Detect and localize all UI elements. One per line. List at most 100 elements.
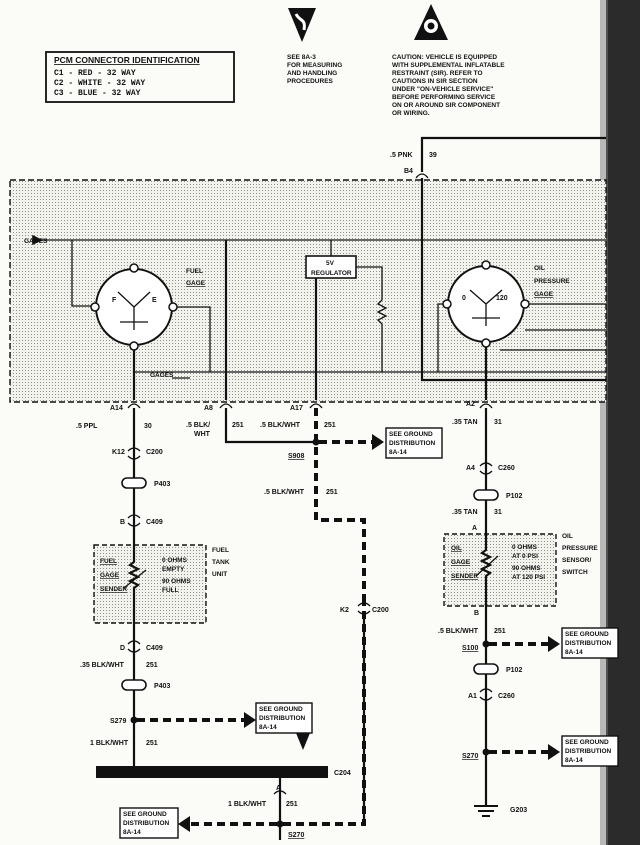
wire-s270-circuit: 251 <box>286 801 298 808</box>
fuel-gage: F E <box>90 263 178 351</box>
ground-ref-s270a-1: SEE GROUND <box>123 811 167 818</box>
conn-c200a: C200 <box>146 449 163 456</box>
wire-tan-b-label: .35 TAN <box>452 509 478 516</box>
oil-gage-label-3: GAGE <box>534 291 554 298</box>
fuel-gage-label-1: FUEL <box>186 268 203 275</box>
wire-s270-label: 1 BLK/WHT <box>228 801 267 808</box>
sir-caution-line-4: CAUTIONS IN SIR SECTION <box>392 78 478 85</box>
oil-sender-label-2: GAGE <box>451 559 471 566</box>
fuel-tank-label-2: TANK <box>212 559 230 566</box>
conn-p403a: P403 <box>154 481 170 488</box>
oil-sender-spec-2: AT 0 PSI <box>512 553 538 560</box>
connector-id-row-3: C3 - BLUE - 32 WAY <box>54 89 141 98</box>
fuel-sender-label-1: FUEL <box>100 558 117 565</box>
connector-c204-a <box>273 790 287 795</box>
wire-s279-label: 1 BLK/WHT <box>90 740 129 747</box>
esd-note-line-2: FOR MEASURING <box>287 62 342 69</box>
connector-a2 <box>479 403 493 409</box>
ground-g203: G203 <box>510 807 527 814</box>
ground-ref-s100-2: DISTRIBUTION <box>565 640 612 647</box>
oil-pressure-sensor-box <box>443 533 557 607</box>
oil-pressure-gage: 0 120 <box>442 260 530 348</box>
ground-ref-s279-3: 8A-14 <box>259 724 277 731</box>
splice-s908-dot <box>312 438 320 446</box>
ground-ref-s279-2: DISTRIBUTION <box>259 715 306 722</box>
fuel-gage-right-wire <box>177 306 211 372</box>
ground-ref-s270a-3: 8A-14 <box>123 829 141 836</box>
wire-fuel-gnd-circuit: 251 <box>146 662 158 669</box>
wire-a17-251 <box>314 408 366 600</box>
splice-s279-dot <box>130 716 138 724</box>
wire-tan-a-circuit: 31 <box>494 419 502 426</box>
fuel-gage-scale-e: E <box>152 297 157 304</box>
conn-k2: K2 <box>340 607 349 614</box>
fuel-gage-label-2: GAGE <box>186 280 206 287</box>
ground-ref-s270a-2: DISTRIBUTION <box>123 820 170 827</box>
ground-ref-s279-1: SEE GROUND <box>259 706 303 713</box>
conn-c200b: C200 <box>372 607 389 614</box>
conn-c409a: C409 <box>146 519 163 526</box>
ground-ref-s270b-2: DISTRIBUTION <box>565 748 612 755</box>
conn-c260a: C260 <box>498 465 515 472</box>
connector-id-row-2: C2 - WHITE - 32 WAY <box>54 79 145 88</box>
splice-s270a: S270 <box>288 832 304 839</box>
oil-sender-spec-4: AT 120 PSI <box>512 574 545 581</box>
connector-c204-bar <box>96 766 328 778</box>
splice-s270b-dot <box>482 748 490 756</box>
pcm-connector-id-box: PCM CONNECTOR IDENTIFICATION C1 - RED - … <box>45 51 235 103</box>
fuel-gage-feed <box>71 240 92 307</box>
wire-a17-label: .5 BLK/WHT <box>260 422 301 429</box>
ground-ref-s908-1: SEE GROUND <box>389 431 433 438</box>
oil-gage-scale-0: 0 <box>462 295 466 302</box>
conn-d-label: D <box>120 645 125 652</box>
conn-p102b: P102 <box>506 667 522 674</box>
fuel-sender-wiper <box>123 569 147 589</box>
fuel-tank-unit-box <box>93 544 207 624</box>
pnk-internal <box>420 178 606 382</box>
wire-a8-circuit: 251 <box>232 422 244 429</box>
conn-oil-a: A <box>472 525 477 532</box>
connector-c409a <box>127 514 141 527</box>
sir-caution-line-3: RESTRAINT (SIR). REFER TO <box>392 70 483 77</box>
connector-b4 <box>415 173 429 179</box>
pin-a2: A2 <box>466 401 475 408</box>
splice-s100-dot <box>482 640 490 648</box>
fuel-tank-label-3: UNIT <box>212 571 227 578</box>
wire-a8-label-2: WHT <box>194 431 211 438</box>
wire-tan-a-label: .35 TAN <box>452 419 478 426</box>
regulator-label-2: REGULATOR <box>311 270 352 277</box>
ground-triangle-s279 <box>296 733 310 750</box>
wire-fuel-gnd-label: .35 BLK/WHT <box>80 662 125 669</box>
splice-s279: S279 <box>110 718 126 725</box>
fuel-sender-spec-3: 90 OHMS <box>162 578 191 585</box>
gages-left-label: GAGES <box>24 238 48 245</box>
splice-s270b: S270 <box>462 753 478 760</box>
conn-p102a: P102 <box>506 493 522 500</box>
oil-gage-label-2: PRESSURE <box>534 278 570 285</box>
oil-gage-left-wire <box>437 303 443 372</box>
wire-a17-circuit: 251 <box>324 422 336 429</box>
conn-c204-a: A <box>276 785 281 792</box>
wire-pnk-circuit: 39 <box>429 152 437 159</box>
pigtail-p403b <box>121 679 147 691</box>
connector-id-row-1: C1 - RED - 32 WAY <box>54 69 136 78</box>
connector-a17 <box>309 403 323 409</box>
wire-mid-circuit: 251 <box>326 489 338 496</box>
page-edge-gradient <box>600 0 608 845</box>
oil-sender-spec-1: 0 OHMS <box>512 544 538 551</box>
pin-a8: A8 <box>204 405 213 412</box>
conn-c260b: C260 <box>498 693 515 700</box>
ground-ref-box-s908 <box>385 427 443 459</box>
conn-c204: C204 <box>334 770 351 777</box>
oil-sensor-label-2: PRESSURE <box>562 545 598 552</box>
fuel-gage-scale-f: F <box>112 297 117 304</box>
fuel-sender-spec-4: FULL <box>162 587 179 594</box>
oil-sender-spec-3: 90 OHMS <box>512 565 541 572</box>
conn-p403b: P403 <box>154 683 170 690</box>
conn-k12: K12 <box>112 449 125 456</box>
sir-caution-line-2: WITH SUPPLEMENTAL INFLATABLE <box>392 62 505 69</box>
oil-sensor-label-3: SENSOR/ <box>562 557 591 564</box>
esd-warning-icon <box>288 8 316 42</box>
ground-arrow-s270b <box>548 744 560 760</box>
